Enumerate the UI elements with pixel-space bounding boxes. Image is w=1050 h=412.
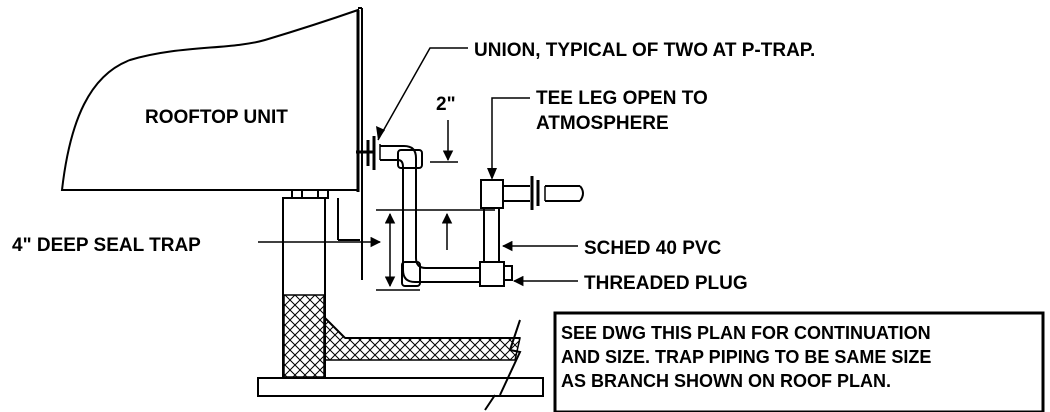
union-leader-head [376,126,385,140]
threaded-plug [503,265,513,281]
union-leader [377,47,468,141]
note-line-1: SEE DWG THIS PLAN FOR CONTINUATION [561,323,931,343]
tee-leader [491,97,530,178]
dim-2in-label: 2" [436,94,456,115]
elbow-bottom [401,261,421,287]
note-line-2: AND SIZE. TRAP PIPING TO BE SAME SIZE [561,347,931,367]
pvc-label: SCHED 40 PVC [584,238,722,259]
unit-foot-left [291,189,303,199]
rooftop-unit-outline [60,8,359,191]
tee-leg-label-1: TEE LEG OPEN TO [536,88,708,109]
rooftop-unit-label: ROOFTOP UNIT [145,107,288,128]
plug-label: THREADED PLUG [584,273,748,294]
note-line-3: AS BRANCH SHOWN ON ROOF PLAN. [561,371,891,391]
curb-insulation [283,294,325,378]
roof-deck [257,377,544,397]
tee-fitting [480,179,504,209]
unit-foot-right [317,189,329,199]
trap-inlet-pipe-bottom [380,159,480,283]
pipe-break-end [579,185,584,202]
bottom-tee [479,261,505,287]
cant-strip [324,317,346,339]
elbow-top [397,149,423,169]
note-box [553,311,1045,412]
break-line [499,319,522,396]
union-label: UNION, TYPICAL OF TWO AT P-TRAP. [474,40,815,61]
seal-trap-label: 4" DEEP SEAL TRAP [12,235,201,256]
tee-leg-label-2: ATMOSPHERE [536,113,669,134]
tee-leader-head [487,168,497,180]
break-line-tail [484,394,496,411]
trap-bottom-pipe-top [415,257,480,269]
